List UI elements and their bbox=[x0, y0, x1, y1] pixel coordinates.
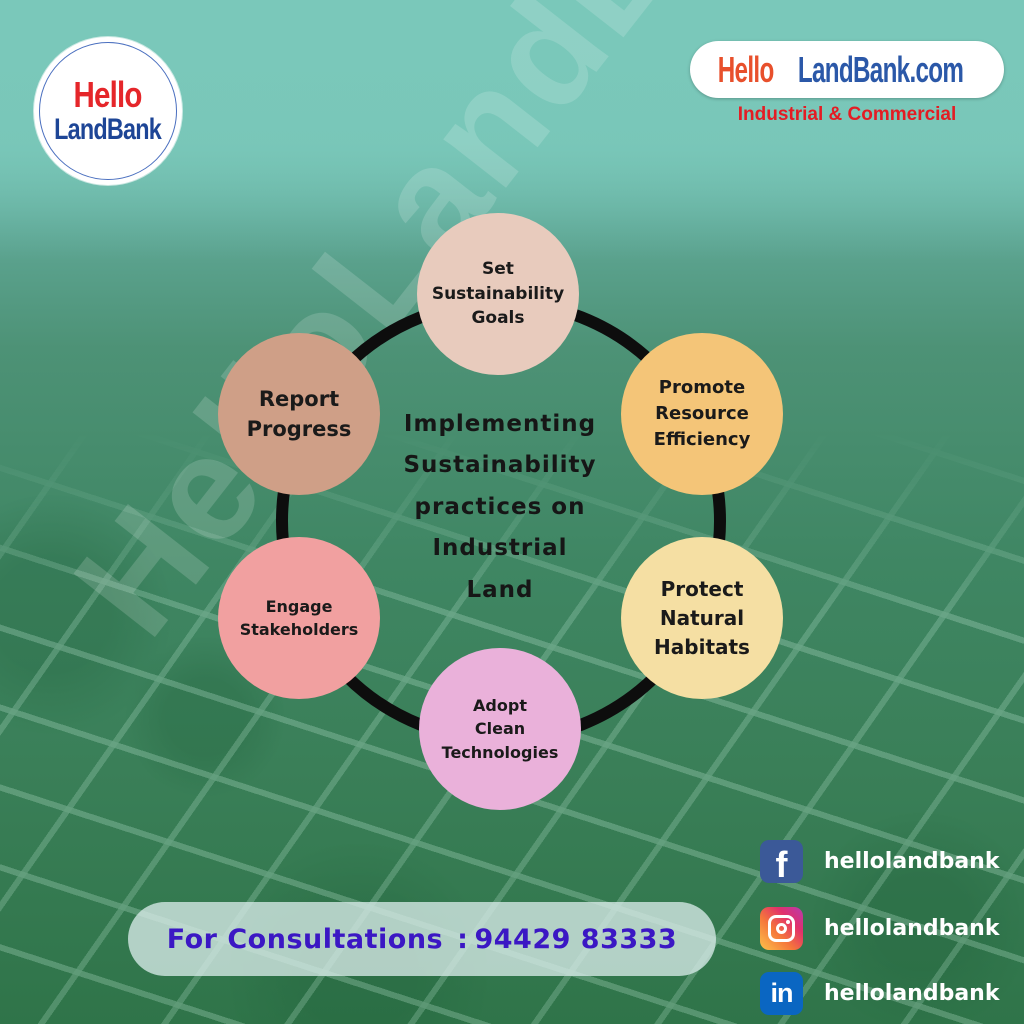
linkedin-handle[interactable]: hellolandbank bbox=[824, 981, 1000, 1006]
node-label-line: Protect bbox=[660, 576, 744, 601]
social-link-linkedin[interactable]: in hellolandbank bbox=[760, 972, 999, 1015]
linkedin-icon[interactable]: in bbox=[760, 972, 803, 1015]
node-label-line: Progress bbox=[246, 417, 352, 441]
node-label-line: Report bbox=[258, 386, 340, 411]
logo-text: Hello LandBank bbox=[39, 77, 176, 145]
title-line: practices on bbox=[414, 493, 586, 520]
node-label-line: Technologies bbox=[441, 742, 559, 762]
title-line: Implementing bbox=[403, 411, 597, 437]
website-domain: LandBank.com bbox=[798, 48, 964, 90]
node-adopt-clean-technologies: Adopt Clean Technologies bbox=[419, 648, 581, 810]
node-engage-stakeholders: Engage Stakeholders bbox=[218, 537, 380, 699]
consultation-separator: : bbox=[457, 923, 469, 955]
instagram-icon[interactable] bbox=[760, 907, 803, 950]
node-label-line: Habitats bbox=[654, 634, 750, 659]
consultation-phone[interactable]: 94429 83333 bbox=[474, 923, 678, 955]
node-promote-resource-efficiency: Promote Resource Efficiency bbox=[621, 333, 783, 495]
node-protect-natural-habitats: Protect Natural Habitats bbox=[621, 537, 783, 699]
logo-ring bbox=[39, 42, 177, 180]
consultation-phone-banner[interactable]: For Consultations : 94429 83333 bbox=[128, 902, 716, 976]
website-logo-pill[interactable]: Hello LandBank.com bbox=[690, 41, 1004, 98]
node-label-line: Goals bbox=[471, 308, 525, 329]
website-name: Hello LandBank.com bbox=[712, 49, 982, 91]
diagram-title: Implementing Sustainability practices on… bbox=[380, 404, 620, 611]
node-set-sustainability-goals: Set Sustainability Goals bbox=[417, 213, 579, 375]
facebook-icon[interactable]: f bbox=[760, 840, 803, 885]
node-label-line: Engage bbox=[265, 596, 333, 616]
node-label-line: Stakeholders bbox=[239, 620, 359, 639]
title-line: Industrial bbox=[432, 535, 568, 562]
website-hello: Hello bbox=[718, 48, 775, 90]
node-label-line: Set bbox=[482, 259, 514, 280]
social-link-facebook[interactable]: f hellolandbank bbox=[760, 840, 1000, 885]
website-tagline: Industrial & Commercial bbox=[737, 104, 957, 125]
brand-logo-round[interactable]: Hello LandBank bbox=[34, 37, 182, 185]
instagram-handle[interactable]: hellolandbank bbox=[824, 916, 1000, 941]
title-line: Land bbox=[466, 576, 534, 603]
title-line: Sustainability bbox=[403, 452, 597, 479]
node-report-progress: Report Progress bbox=[218, 333, 380, 495]
node-label-line: Promote bbox=[658, 376, 746, 398]
social-link-instagram[interactable]: hellolandbank bbox=[760, 907, 999, 950]
logo-landbank: LandBank bbox=[54, 113, 163, 146]
logo-hello: Hello bbox=[73, 74, 143, 115]
node-label-line: Efficiency bbox=[653, 429, 751, 451]
consultation-label: For Consultations bbox=[166, 923, 444, 955]
node-label-line: Sustainability bbox=[431, 283, 565, 304]
node-label-line: Resource bbox=[655, 402, 749, 424]
node-label-line: Natural bbox=[659, 605, 745, 630]
node-label-line: Clean bbox=[474, 719, 526, 739]
facebook-handle[interactable]: hellolandbank bbox=[824, 849, 1000, 874]
node-label-line: Adopt bbox=[473, 696, 527, 716]
instagram-camera-glyph bbox=[768, 915, 795, 942]
